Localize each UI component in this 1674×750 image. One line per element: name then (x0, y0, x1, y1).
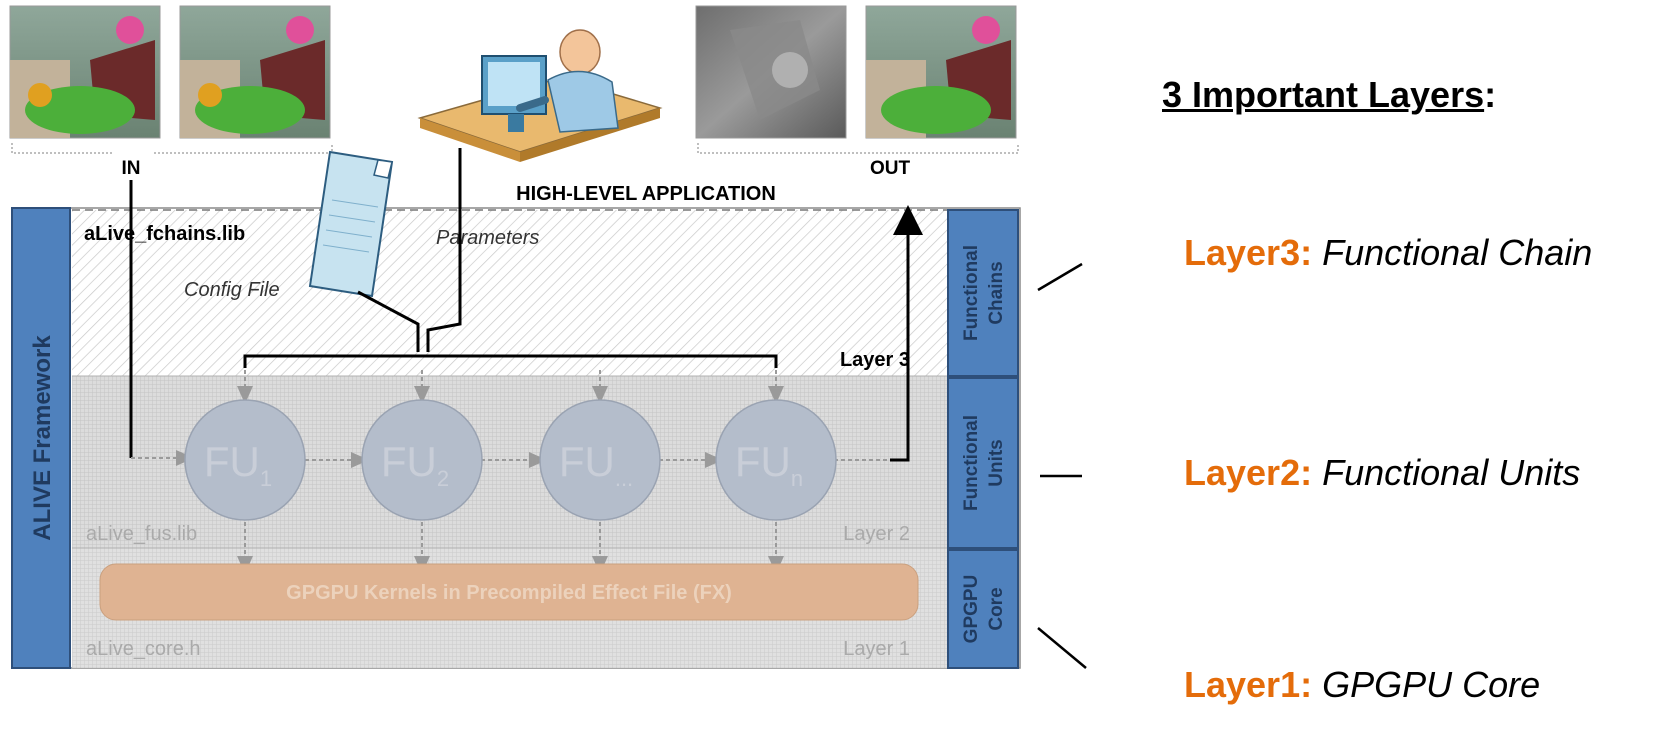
svg-text:FU2: FU2 (381, 438, 449, 491)
summary-layer3: Layer3: Functional Chain (1184, 232, 1592, 274)
side-tab-functional-chains: Functional Chains (947, 209, 1019, 377)
output-image-icon (865, 5, 1017, 139)
fu-subscript: 2 (437, 466, 449, 491)
out-label: OUT (870, 158, 911, 179)
input-bracket (11, 143, 333, 166)
config-file-label: Config File (184, 279, 280, 301)
depth-map-image-icon (695, 5, 847, 139)
fu-subscript: 1 (260, 466, 272, 491)
input-image-right-icon (179, 5, 331, 139)
layer-value: Functional Units (1322, 452, 1581, 493)
side-tab-label-line1: GPGPU (961, 575, 982, 644)
fu-base: FU (559, 438, 615, 485)
functional-unit-2: FU2 (361, 399, 483, 521)
summary-layer2: Layer2: Functional Units (1184, 452, 1580, 494)
side-tab-gpgpu-core: GPGPU Core (947, 549, 1019, 669)
fus-lib-label: aLive_fus.lib (86, 523, 197, 545)
fu-subscript: n (791, 466, 803, 491)
dashed-flows (131, 370, 890, 574)
functional-unit-n: FUn (715, 399, 837, 521)
side-tab-label-line2: Core (986, 587, 1007, 630)
layer1-label: Layer 1 (843, 638, 910, 660)
side-tab-label-line2: Units (986, 439, 1007, 487)
callout-lines (1037, 262, 1087, 669)
layer3-region (72, 210, 948, 376)
gpgpu-kernel-bar: GPGPU Kernels in Precompiled Effect File… (99, 563, 919, 621)
summary-layer1: Layer1: GPGPU Core (1184, 664, 1540, 706)
svg-text:FU1: FU1 (204, 438, 272, 491)
fu-base: FU (204, 438, 260, 485)
parameters-label: Parameters (436, 227, 539, 249)
fu-subscript: ... (615, 466, 633, 491)
side-tab-label-line2: Chains (986, 261, 1007, 324)
fu-base: FU (381, 438, 437, 485)
summary-heading-colon: : (1484, 74, 1497, 115)
input-image-left-icon (9, 5, 161, 139)
config-file-icon (308, 150, 394, 298)
layer-key: Layer3: (1184, 232, 1313, 273)
high-level-application-label: HIGH-LEVEL APPLICATION (516, 183, 776, 205)
person-at-computer-icon (417, 29, 663, 162)
svg-text:FUn: FUn (735, 438, 803, 491)
summary-heading: 3 Important Layers: (1162, 74, 1496, 116)
fchains-lib-label: aLive_fchains.lib (84, 223, 245, 245)
layer3-label: Layer 3 (840, 349, 910, 371)
in-label: IN (122, 158, 141, 179)
fu-base: FU (735, 438, 791, 485)
side-tab-label-line1: Functional (961, 415, 982, 511)
layer-value: GPGPU Core (1322, 664, 1541, 705)
layer2-label: Layer 2 (843, 523, 910, 545)
framework-bar: ALIVE Framework (11, 207, 71, 669)
functional-unit-ellipsis: FU... (539, 399, 661, 521)
layer-key: Layer1: (1184, 664, 1313, 705)
core-h-label: aLive_core.h (86, 638, 201, 660)
layer-value: Functional Chain (1322, 232, 1593, 273)
side-tab-label-line1: Functional (961, 245, 982, 341)
functional-unit-1: FU1 (184, 399, 306, 521)
connector-lines (129, 148, 923, 462)
side-tab-functional-units: Functional Units (947, 377, 1019, 549)
gpgpu-kernels-label: GPGPU Kernels in Precompiled Effect File… (286, 582, 732, 604)
svg-text:FU...: FU... (559, 438, 633, 491)
framework-label: ALIVE Framework (29, 335, 56, 541)
summary-heading-main: 3 Important Layers (1162, 74, 1485, 115)
layer-key: Layer2: (1184, 452, 1313, 493)
output-bracket (697, 143, 1019, 154)
